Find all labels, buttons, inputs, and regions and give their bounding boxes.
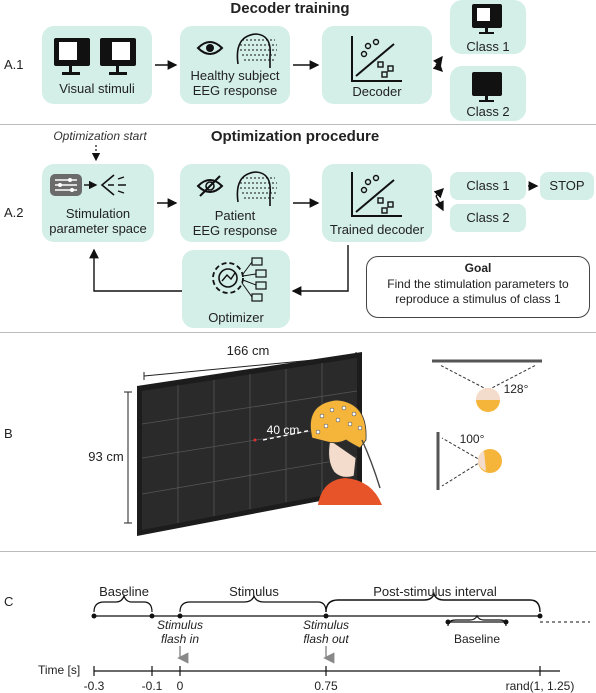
tick-label: -0.1	[141, 679, 163, 693]
goal-title: Goal	[464, 261, 492, 275]
shirt	[318, 478, 382, 505]
class1-a2-box: Class 1	[450, 172, 526, 200]
stimulation-space-box: Stimulation parameter space	[42, 164, 154, 242]
divider	[0, 332, 596, 333]
trained-decoder-label: Trained decoder	[329, 222, 425, 237]
class1-a2-label: Class 1	[466, 178, 510, 193]
section-label-b: B	[4, 426, 13, 441]
goal-line1: Find the stimulation parameters to	[387, 277, 569, 291]
patient-eeg-label: Patient EEG response	[180, 208, 290, 238]
flash-out-line2: flash out	[303, 632, 349, 646]
monitor-icon	[54, 38, 136, 75]
optimizer-box: Optimizer	[182, 250, 290, 328]
goal-line2: reproduce a stimulus of class 1	[395, 292, 561, 306]
healthy-eeg-label: Healthy subject EEG response	[180, 68, 290, 98]
class2-a1-label: Class 2	[466, 104, 510, 119]
stim-line1: Stimulation	[65, 206, 131, 221]
sliders-icon	[50, 174, 126, 196]
eye-icon	[196, 33, 277, 68]
patient-line2: EEG response	[192, 223, 278, 238]
post-stimulus-label: Post-stimulus interval	[373, 584, 497, 599]
baseline-label: Baseline	[99, 584, 149, 599]
decoder-label: Decoder	[352, 84, 402, 99]
screen-width-label: 166 cm	[226, 343, 270, 358]
flash-in-label: Stimulus flash in	[148, 618, 212, 646]
eeg-helmet	[310, 399, 367, 449]
monitor-icon	[472, 4, 502, 34]
divider	[0, 124, 596, 125]
class2-a2-label: Class 2	[466, 210, 510, 225]
healthy-eeg-box: Healthy subject EEG response	[180, 26, 290, 104]
baseline2-label: Baseline	[453, 632, 501, 646]
flash-in-line2: flash in	[160, 632, 200, 646]
goal-box: Goal Find the stimulation parameters to …	[366, 256, 590, 318]
vertical-angle-label: 100°	[459, 432, 485, 446]
divider	[0, 551, 596, 552]
goal-text: Find the stimulation parameters to repro…	[367, 277, 589, 307]
decoder-box: Decoder	[322, 26, 432, 104]
tick-label: 0.75	[314, 679, 338, 693]
a2-arrows	[89, 145, 539, 296]
horizontal-angle-label: 128°	[503, 382, 529, 396]
healthy-line2: EEG response	[192, 83, 278, 98]
section-label-a1: A.1	[4, 57, 24, 72]
healthy-line1: Healthy subject	[190, 68, 280, 83]
stop-label: STOP	[549, 178, 585, 193]
stimulation-space-label: Stimulation parameter space	[42, 206, 154, 236]
time-axis-label: Time [s]	[38, 663, 81, 677]
class2-a1-box: Class 2	[450, 66, 526, 121]
class1-a1-box: Class 1	[450, 0, 526, 54]
monitor-icon	[472, 72, 502, 102]
a1-arrows	[155, 55, 443, 72]
stimulus-label: Stimulus	[229, 584, 279, 599]
visual-stimuli-label: Visual stimuli	[59, 81, 135, 96]
flash-out-label: Stimulus flash out	[294, 618, 358, 646]
patient-line1: Patient	[214, 208, 256, 223]
a2-title: Optimization procedure	[210, 128, 380, 145]
trained-decoder-box: Trained decoder	[322, 164, 432, 242]
section-label-a2: A.2	[4, 205, 24, 220]
screen-setup-drawing	[124, 352, 542, 536]
gear-icon	[212, 257, 267, 302]
screen-height-label: 93 cm	[88, 449, 124, 464]
a1-title: Decoder training	[230, 0, 350, 17]
tick-label: rand(1, 1.25)	[505, 679, 575, 693]
flash-out-line1: Stimulus	[302, 618, 349, 632]
visual-stimuli-box: Visual stimuli	[42, 26, 152, 104]
class1-a1-label: Class 1	[466, 39, 510, 54]
stop-box: STOP	[540, 172, 594, 200]
class2-a2-box: Class 2	[450, 204, 526, 232]
flash-in-line1: Stimulus	[156, 618, 203, 632]
tick-label: -0.3	[83, 679, 105, 693]
stim-line2: parameter space	[49, 221, 147, 236]
scatter-icon	[351, 172, 402, 217]
optimization-start-label: Optimization start	[53, 129, 147, 143]
optimizer-label: Optimizer	[208, 310, 264, 325]
tick-label: 0	[176, 679, 184, 693]
section-label-c: C	[4, 594, 14, 609]
scatter-icon	[351, 36, 402, 82]
distance-label: 40 cm	[266, 423, 300, 437]
patient-eeg-box: Patient EEG response	[180, 164, 290, 242]
eye-closed-icon	[196, 171, 277, 206]
